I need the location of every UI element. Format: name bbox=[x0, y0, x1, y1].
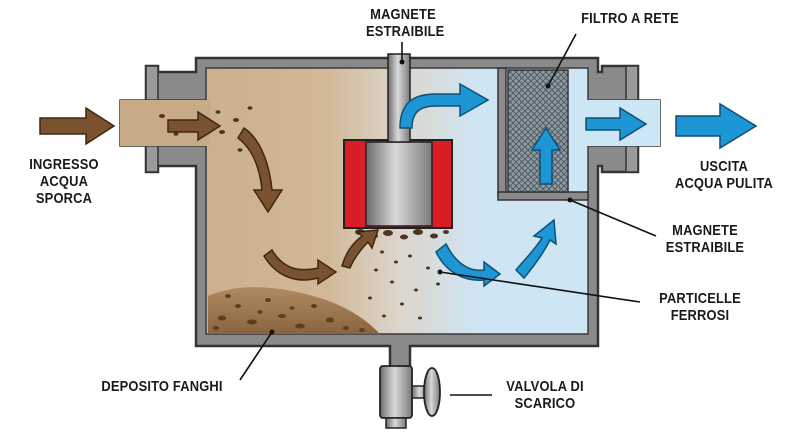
label-inlet: INGRESSO ACQUA SPORCA bbox=[24, 156, 103, 207]
label-mesh-filter: FILTRO A RETE bbox=[570, 10, 690, 27]
label-outlet-line1: USCITA bbox=[699, 158, 749, 175]
label-sludge-line1: DEPOSITO FANGHI bbox=[101, 378, 223, 395]
label-valve-line1: VALVOLA DI bbox=[506, 378, 584, 395]
label-particles-line2: FERROSI bbox=[670, 307, 730, 324]
ferrous-particles bbox=[159, 106, 449, 320]
label-magnet-right: MAGNETE ESTRAIBILE bbox=[658, 222, 753, 256]
label-magnet-right-line1: MAGNETE bbox=[672, 222, 738, 239]
mesh-filter bbox=[497, 67, 589, 201]
label-inlet-line1: INGRESSO bbox=[29, 156, 99, 173]
dirty-flow-arrows bbox=[39, 106, 380, 286]
label-magnet-right-line2: ESTRAIBILE bbox=[665, 239, 745, 256]
clean-flow-arrows bbox=[399, 82, 758, 288]
label-particles: PARTICELLE FERROSI bbox=[648, 290, 751, 324]
label-inlet-line2: ACQUA bbox=[39, 173, 89, 190]
label-outlet: USCITA ACQUA PULITA bbox=[672, 158, 775, 192]
magnet bbox=[343, 53, 453, 229]
drain-valve[interactable] bbox=[379, 365, 441, 429]
leader-lines bbox=[239, 33, 657, 396]
leader-dots bbox=[269, 59, 573, 335]
label-mesh-filter-line1: FILTRO A RETE bbox=[581, 10, 679, 27]
sludge-deposit bbox=[208, 287, 380, 334]
label-sludge: DEPOSITO FANGHI bbox=[93, 378, 231, 395]
label-valve: VALVOLA DI SCARICO bbox=[498, 378, 593, 412]
label-valve-line2: SCARICO bbox=[514, 395, 576, 412]
label-magnet-top-line2: ESTRAIBILE bbox=[366, 23, 445, 40]
label-inlet-line3: SPORCA bbox=[35, 190, 93, 207]
label-outlet-line2: ACQUA PULITA bbox=[674, 175, 774, 192]
label-magnet-top: MAGNETE ESTRAIBILE bbox=[366, 6, 445, 40]
label-magnet-top-line1: MAGNETE bbox=[370, 6, 436, 23]
label-particles-line1: PARTICELLE bbox=[659, 290, 741, 307]
